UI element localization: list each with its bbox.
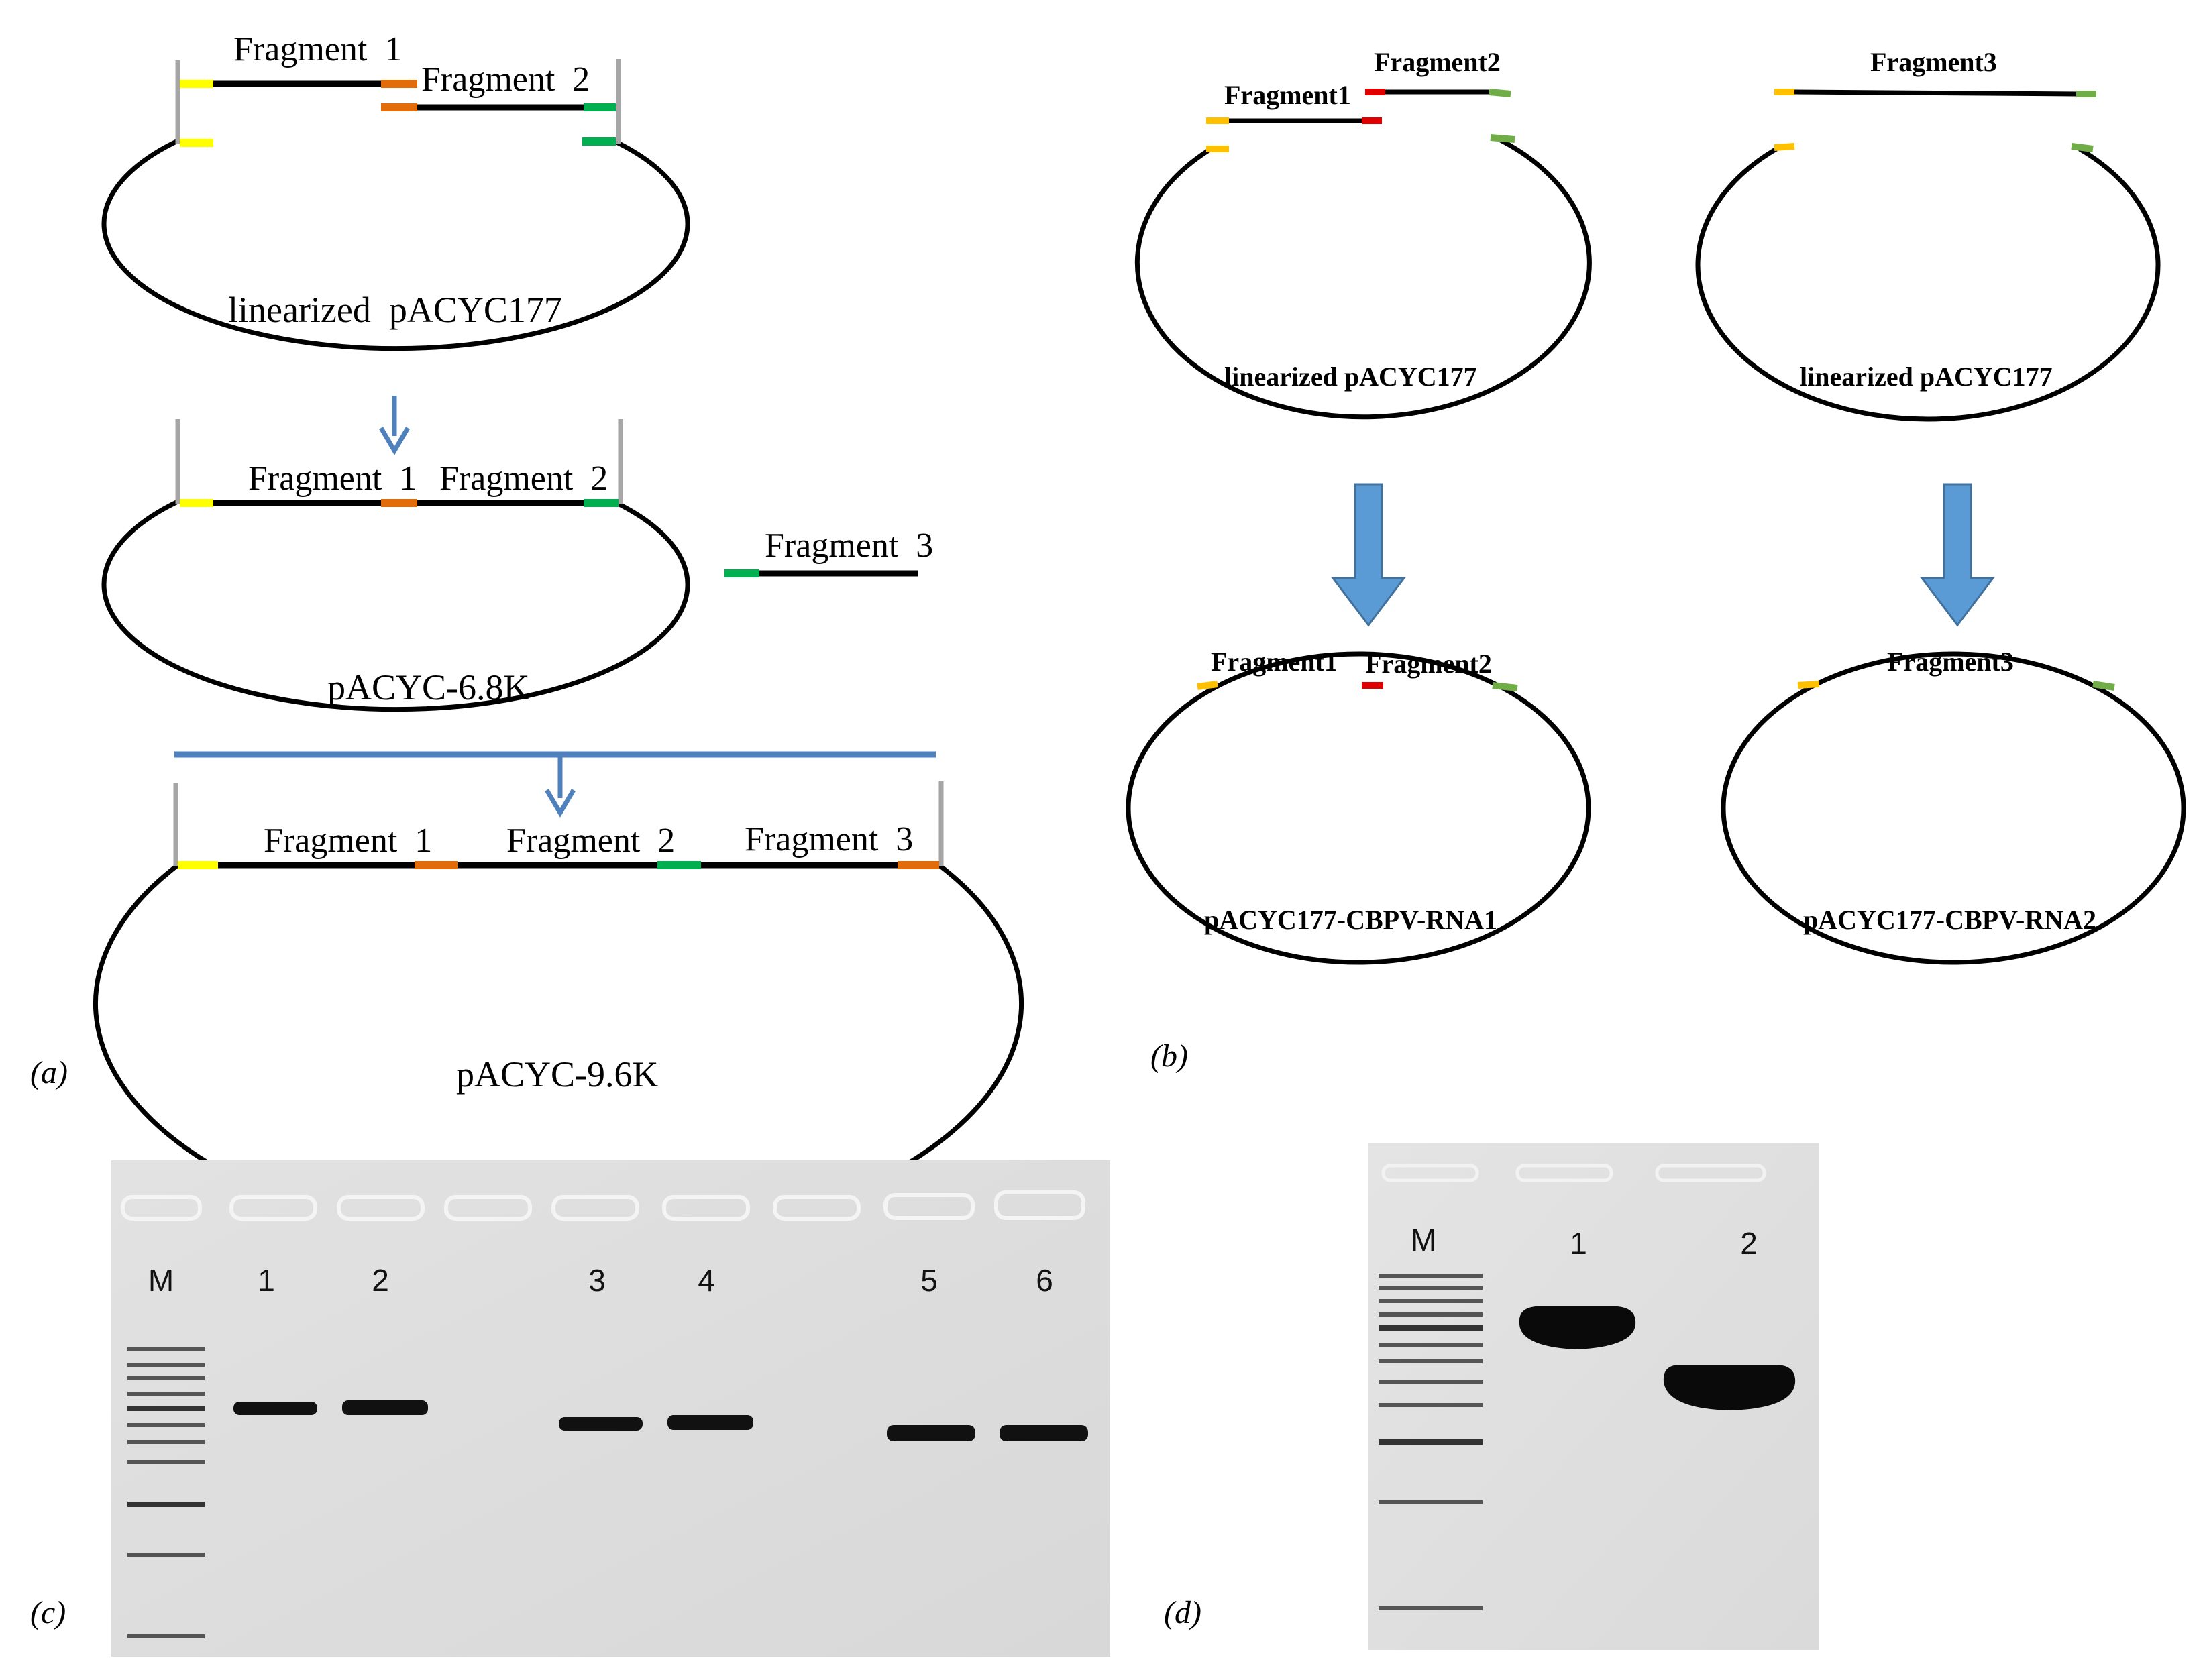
gel-d-ladder [1379, 1274, 1483, 1610]
lane-label-m: M [1411, 1223, 1436, 1257]
frag3-line [1794, 89, 2077, 97]
label-fragment-3: Fragment 3 [765, 526, 933, 565]
label-pacyc177-cbpv-rna1: pACYC177-CBPV-RNA1 [1204, 905, 1497, 935]
label-pacyc177-cbpv-rna2: pACYC177-CBPV-RNA2 [1803, 905, 2096, 935]
lane-label-5: 5 [920, 1263, 938, 1298]
gold-end [1774, 143, 1795, 151]
frag2-lightgreen-end [1489, 89, 1511, 97]
panel-d-tag: (d) [1164, 1595, 1201, 1630]
panel-c: M 1 2 3 4 5 6 (c) [30, 1160, 1110, 1657]
label-linearized-pacyc177: linearized pACYC177 [228, 290, 562, 330]
panel-d: M 1 2 (d) [1164, 1143, 1819, 1650]
panel-b-left-input: Fragment1 Fragment2 linearized pACYC177 [1134, 47, 1592, 420]
lightgreen-end [2071, 143, 2094, 152]
panel-a-step2: Fragment 1 Fragment 2 pACYC-6.8K Fragmen… [101, 419, 933, 712]
label-fragment-2: Fragment 2 [439, 459, 608, 498]
block-arrow-right [1919, 483, 1996, 627]
band-lane-2 [342, 1400, 428, 1415]
label-fragment1: Fragment1 [1211, 647, 1338, 677]
lane-label-3: 3 [588, 1263, 606, 1298]
label-linearized-pacyc177: linearized pACYC177 [1800, 361, 2053, 392]
label-fragment-1: Fragment 1 [264, 822, 432, 860]
panel-b-right-product: Fragment3 pACYC177-CBPV-RNA2 [1721, 647, 2186, 965]
panel-a: Fragment 1 Fragment 2 linearized pACYC17… [30, 30, 1024, 1249]
band-lane-5 [887, 1425, 975, 1441]
gel-d-wells [1381, 1164, 1766, 1182]
arrow-down-1 [378, 396, 411, 455]
label-fragment3: Fragment3 [1870, 47, 1997, 77]
gel-c-ladder [127, 1347, 205, 1638]
panel-b-right-input: Fragment3 linearized pACYC177 [1695, 47, 2161, 422]
gel-d-lane-labels: M 1 2 [1411, 1223, 1758, 1261]
lane-label-2: 2 [372, 1263, 389, 1298]
label-fragment-2: Fragment 2 [421, 60, 590, 99]
plasmid-linearized [101, 138, 690, 351]
label-fragment3: Fragment3 [1887, 647, 2014, 677]
gold-junction [1797, 681, 1820, 689]
lane-label-2: 2 [1740, 1226, 1758, 1261]
band-lane-1 [233, 1402, 317, 1415]
panel-b-left-product: Fragment1 Fragment2 pACYC177-CBPV-RNA1 [1126, 647, 1591, 965]
gel-c-bands [233, 1400, 1088, 1441]
label-fragment1: Fragment1 [1224, 80, 1351, 110]
label-fragment-1: Fragment 1 [233, 30, 402, 68]
band-lane-6 [1000, 1425, 1088, 1441]
gel-c-lane-labels: M 1 2 3 4 5 6 [148, 1263, 1053, 1298]
band-lane-2 [1663, 1365, 1796, 1410]
lane-label-6: 6 [1036, 1263, 1053, 1298]
label-pacyc-9.6k: pACYC-9.6K [456, 1054, 659, 1095]
panel-c-tag: (c) [30, 1595, 66, 1630]
panel-b: Fragment1 Fragment2 linearized pACYC177 … [1126, 47, 2186, 1074]
label-fragment2: Fragment2 [1374, 47, 1501, 77]
band-lane-1 [1519, 1306, 1636, 1349]
gold-junction [1197, 681, 1218, 690]
plasmid-cbpv-rna1 [1126, 651, 1591, 965]
label-fragment-3: Fragment 3 [745, 820, 913, 858]
label-fragment-1: Fragment 1 [248, 459, 417, 498]
label-fragment-2: Fragment 2 [506, 822, 675, 860]
label-pacyc-6.8k: pACYC-6.8K [327, 667, 530, 708]
plasmid-cbpv-rna2 [1721, 651, 2186, 965]
panel-b-tag: (b) [1150, 1038, 1188, 1074]
block-arrow-left [1330, 483, 1407, 627]
lane-label-1: 1 [1570, 1226, 1587, 1261]
lightgreen-junction [2092, 681, 2115, 691]
label-linearized-pacyc177: linearized pACYC177 [1224, 361, 1477, 392]
arrow-down-2 [544, 757, 576, 818]
panel-a-tag: (a) [30, 1055, 68, 1090]
lightgreen-end [1490, 134, 1515, 143]
lane-label-1: 1 [258, 1263, 275, 1298]
plasmid-linearized-left [1134, 137, 1592, 420]
lane-label-4: 4 [698, 1263, 715, 1298]
gel-d-bands [1519, 1306, 1796, 1410]
plasmid-linearized-right [1695, 146, 2161, 422]
panel-a-step1: Fragment 1 Fragment 2 linearized pACYC17… [101, 30, 690, 351]
plasmid-6.8k [101, 499, 690, 712]
band-lane-3 [559, 1417, 643, 1431]
label-fragment2: Fragment2 [1365, 649, 1492, 679]
lightgreen-junction [1492, 682, 1518, 691]
band-lane-4 [667, 1415, 753, 1430]
gel-c-wells [121, 1190, 1085, 1221]
lane-label-m: M [148, 1263, 174, 1298]
